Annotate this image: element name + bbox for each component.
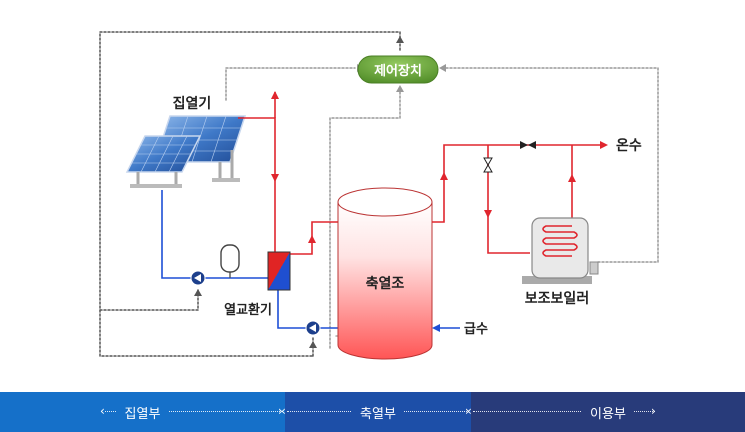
collector-label: 집열기 bbox=[173, 95, 212, 112]
arrow-icon bbox=[194, 289, 202, 296]
heat-exchanger-label: 열교환기 bbox=[224, 302, 272, 318]
arrow-icon bbox=[396, 85, 404, 92]
arrow-right-icon: › bbox=[651, 404, 656, 418]
footer-section-storage: ‹ › 축열부 bbox=[281, 392, 471, 432]
footer-label: 축열부 bbox=[352, 402, 404, 422]
control-arrow-icons bbox=[194, 36, 446, 348]
section-footer: ‹ › 집열부 ‹ › 축열부 ‹ › 이용부 bbox=[0, 392, 745, 432]
arrow-icon bbox=[271, 174, 279, 182]
storage-tank-label: 축열조 bbox=[366, 275, 405, 292]
heat-exchanger-icon bbox=[267, 251, 291, 291]
pump-icon bbox=[190, 270, 206, 286]
arrow-icon bbox=[432, 324, 440, 332]
arrow-left-icon: ‹ bbox=[100, 404, 105, 418]
pump-icon bbox=[305, 320, 321, 336]
valve-icon bbox=[483, 157, 493, 173]
arrow-right-icon: › bbox=[278, 404, 283, 418]
solar-panel-icon bbox=[125, 115, 247, 188]
system-schematic: 제어장치 집열기 bbox=[99, 31, 659, 360]
controller: 제어장치 bbox=[357, 55, 439, 84]
control-line-boiler bbox=[445, 67, 659, 263]
water-supply-label: 급수 bbox=[464, 322, 488, 337]
arrow-icon bbox=[439, 64, 446, 72]
control-line-collector bbox=[225, 67, 356, 101]
water-supply-line bbox=[432, 324, 460, 332]
control-line-pump bbox=[99, 289, 199, 311]
expansion-tank-icon bbox=[220, 244, 240, 278]
valve-icon bbox=[520, 141, 536, 149]
storage-tank bbox=[337, 187, 433, 360]
footer-section-usage: ‹ › 이용부 bbox=[467, 392, 745, 432]
arrow-icon bbox=[396, 36, 404, 43]
arrow-icon bbox=[308, 235, 316, 243]
controller-label: 제어장치 bbox=[374, 63, 422, 79]
footer-label: 집열부 bbox=[116, 402, 169, 422]
footer-section-collection: ‹ › 집열부 bbox=[0, 392, 285, 432]
aux-boiler-label: 보조보일러 bbox=[525, 291, 589, 307]
arrow-left-icon: ‹ bbox=[281, 404, 286, 418]
control-line-tank bbox=[329, 85, 401, 349]
boiler-icon bbox=[522, 217, 599, 284]
arrow-icon bbox=[271, 91, 279, 99]
footer-label: 이용부 bbox=[582, 402, 634, 422]
arrow-right-icon: › bbox=[465, 404, 470, 418]
arrow-left-icon: ‹ bbox=[467, 404, 472, 418]
hot-water-label: 온수 bbox=[616, 138, 642, 154]
arrow-icon bbox=[309, 341, 317, 348]
